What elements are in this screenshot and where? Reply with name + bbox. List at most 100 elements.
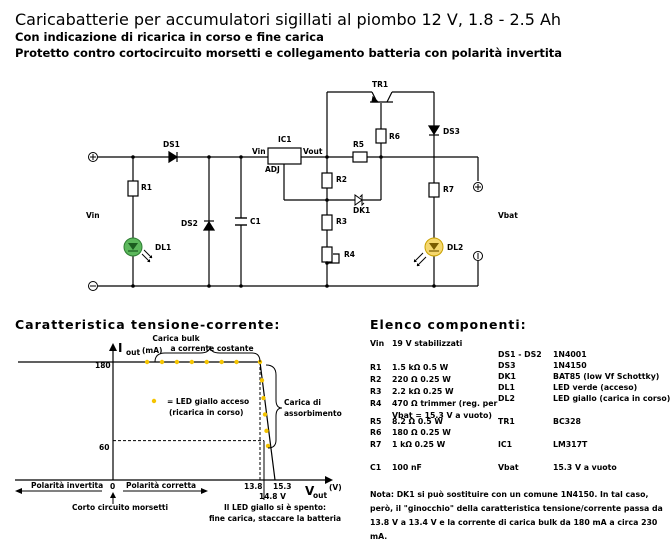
- y-tick-60: 60: [99, 443, 109, 452]
- component-ref: R4: [370, 399, 382, 408]
- component-value: 1.5 kΩ 0.5 W: [392, 363, 449, 372]
- wire-r4-wiper: [327, 253, 340, 264]
- led-on-point: [159, 359, 165, 365]
- annotation-end-2: fine carica, staccare la batteria: [209, 514, 341, 523]
- x-axis-label-sub: out: [313, 491, 327, 500]
- label-r5: R5: [353, 140, 364, 149]
- diode-ds2-icon: [202, 220, 216, 231]
- component-ref: TR1: [498, 417, 515, 426]
- annotation-absorb-1: Carica di: [284, 398, 321, 407]
- label-r1: R1: [141, 183, 152, 192]
- label-r3: R3: [336, 217, 347, 226]
- component-value: 100 nF: [392, 463, 422, 472]
- component-value: 2.2 kΩ 0.25 W: [392, 387, 454, 396]
- led-on-point: [234, 359, 239, 365]
- led-on-point: [144, 359, 150, 365]
- component-ref: IC1: [498, 440, 513, 449]
- circuit-schematic: Vin Vbat DS1 DS2 DS3 R1 R2 R3 R4 R5 R6 R…: [86, 80, 518, 291]
- component-value: 180 Ω 0.25 W: [392, 428, 451, 437]
- y-axis-arrow: [109, 343, 117, 351]
- component-ref: R7: [370, 440, 382, 449]
- led-dl2-yellow-icon: [413, 237, 444, 267]
- x-axis-arrow: [325, 476, 333, 484]
- brace-bulk: [154, 345, 261, 363]
- label-vbat: Vbat: [498, 211, 518, 220]
- x-axis-unit: (V): [329, 483, 342, 492]
- x-tick-0: 0: [110, 482, 115, 491]
- component-ref: Vin: [370, 339, 385, 348]
- led-on-point: [264, 428, 269, 434]
- component-ref: R5: [370, 417, 382, 426]
- ic1-lm317: [267, 147, 302, 165]
- label-r2: R2: [336, 175, 347, 184]
- iv-curve-line: [18, 361, 276, 481]
- component-value: 220 Ω 0.25 W: [392, 375, 451, 384]
- annotation-bulk-2: a corrente costante: [170, 344, 253, 353]
- label-ds2: DS2: [181, 219, 198, 228]
- component-value: BAT85 (low Vf Schottky): [553, 372, 660, 381]
- annotation-end-1: Il LED giallo si è spento:: [224, 503, 326, 512]
- label-c1: C1: [250, 217, 261, 226]
- component-value: 1 kΩ 0.25 W: [392, 440, 446, 449]
- arrow-short-head: [110, 492, 116, 498]
- label-tr1: TR1: [372, 80, 388, 89]
- component-ref: DL2: [498, 394, 515, 403]
- component-ref: DS3: [498, 361, 516, 370]
- component-ref: R1: [370, 363, 382, 372]
- annotation-absorb-2: assorbimento: [284, 409, 342, 418]
- component-ref: R6: [370, 428, 382, 437]
- component-ref: DS1 - DS2: [498, 350, 542, 359]
- transistor-tr1-icon: [370, 91, 393, 103]
- brace-absorption: [265, 364, 283, 449]
- iv-characteristic-chart: Caratteristica tensione-corrente: 180 60 0…: [15, 317, 342, 523]
- label-vin: Vin: [86, 211, 100, 220]
- led-on-point: [261, 395, 266, 401]
- resistor-r5: [352, 151, 368, 163]
- x-axis-label: V: [305, 484, 315, 498]
- subtitle-protection: Protetto contro cortocircuito morsetti e…: [15, 46, 563, 60]
- label-ic1-vin: Vin: [252, 147, 266, 156]
- label-dk1: DK1: [353, 206, 370, 215]
- component-value: LM317T: [553, 440, 588, 449]
- component-ref: DL1: [498, 383, 515, 392]
- chart-heading: Caratteristica tensione-corrente:: [15, 317, 280, 332]
- annotation-reverse-polarity: Polarità invertita: [31, 481, 103, 490]
- legend-line-2: (ricarica in corso): [169, 408, 243, 417]
- label-r6: R6: [389, 132, 400, 141]
- annotation-forward-polarity: Polarità corretta: [126, 481, 196, 490]
- component-value: LED verde (acceso): [553, 383, 638, 392]
- component-value: 15.3 V a vuoto: [553, 463, 617, 472]
- label-r7: R7: [443, 185, 454, 194]
- diode-ds3-icon: [427, 125, 441, 136]
- component-value: LED giallo (carica in corso): [553, 394, 671, 403]
- x-tick-13-8: 13.8: [244, 482, 263, 491]
- component-ref: R2: [370, 375, 382, 384]
- resistor-r4-trimmer: [321, 246, 333, 263]
- led-on-point: [259, 378, 265, 383]
- label-ic1-vout: Vout: [303, 147, 323, 156]
- arrow-reverse-head: [15, 488, 22, 494]
- component-value: 470 Ω trimmer (reg. per: [392, 399, 498, 408]
- diode-dk1-bar: [359, 193, 365, 207]
- led-dl1-green-icon: [123, 237, 153, 263]
- component-ref: DK1: [498, 372, 516, 381]
- y-tick-180: 180: [95, 361, 111, 370]
- label-ds3: DS3: [443, 127, 460, 136]
- component-value: 8.2 Ω 0.5 W: [392, 417, 443, 426]
- components-note: Nota: DK1 si può sostituire con un comun…: [370, 490, 663, 541]
- component-value: 1N4150: [553, 361, 587, 370]
- component-value: BC328: [553, 417, 581, 426]
- component-value: 1N4001: [553, 350, 587, 359]
- annotation-bulk-1: Carica bulk: [152, 334, 200, 343]
- diode-dk1-schottky-icon: [354, 194, 363, 206]
- arrow-forward-head: [201, 488, 208, 494]
- components-heading: Elenco componenti:: [370, 317, 527, 332]
- resistor-r3: [321, 214, 333, 231]
- label-ds1: DS1: [163, 140, 180, 149]
- component-value: Vbat = 15.3 V a vuoto): [392, 411, 492, 420]
- resistor-r6: [375, 128, 387, 144]
- label-ic1: IC1: [278, 135, 292, 144]
- led-on-point: [204, 359, 209, 365]
- resistor-r2: [321, 172, 333, 189]
- page-title: Caricabatterie per accumulatori sigillat…: [15, 10, 562, 29]
